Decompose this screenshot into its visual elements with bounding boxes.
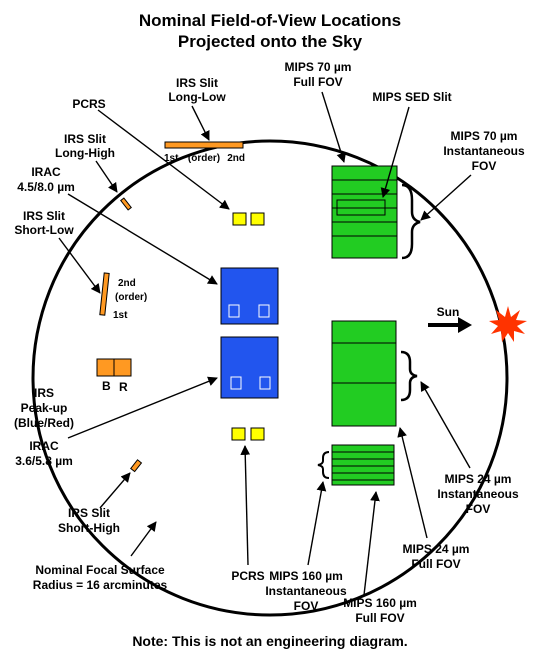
irac-45-80-label-2: 4.5/8.0 µm: [17, 180, 75, 194]
irs-slit-long-low-label-1: IRS Slit: [176, 76, 218, 90]
irs-slit-short-high-label-2: Short-High: [58, 521, 120, 535]
short-low-pointer: [58, 237, 101, 294]
long-low-pointer: [191, 105, 210, 141]
mips24-inst-brace: [400, 350, 418, 402]
mips24-inst-label-1: MIPS 24 µm: [445, 472, 512, 486]
irac-36-58-array: [220, 336, 279, 399]
sun-arrowhead: [458, 317, 472, 333]
irs-slit-long-high-label-2: Long-High: [55, 146, 115, 160]
peakup-b-label: B: [102, 379, 111, 393]
pcrs-top-square-1: [232, 212, 247, 226]
mips160-inst-label-1: MIPS 160 µm: [269, 569, 343, 583]
mips160-full-label-1: MIPS 160 µm: [343, 596, 417, 610]
irac-45-80-subarray-2: [258, 304, 270, 318]
mips70-inst-label-2: Instantaneous: [443, 144, 525, 158]
title-line2: Projected onto the Sky: [178, 32, 363, 51]
mips160-inst-label-2: Instantaneous: [265, 584, 347, 598]
irs-slit-long-high-label-1: IRS Slit: [64, 132, 106, 146]
mips70-inst-brace: [401, 183, 421, 260]
irs-slit-short-low-label-2: Short-Low: [14, 223, 74, 237]
focal-surface-label-1: Nominal Focal Surface: [35, 563, 165, 577]
pcrs-top-pointer: [97, 109, 230, 210]
sl-order-2nd: 2nd: [118, 278, 136, 289]
mips24-array: [331, 320, 397, 427]
mips160-inst-pointer: [307, 481, 327, 566]
irs-long-low-slit: [164, 141, 244, 149]
irs-peakup-label-2: Peak-up: [21, 401, 68, 415]
mips24-full-pointer: [397, 427, 428, 539]
mips-sed-slit-label: MIPS SED Slit: [372, 90, 451, 104]
irs-long-high-slit: [120, 197, 132, 211]
focal-surface-label-2: Radius = 16 arcminutes: [33, 578, 168, 592]
mips70-full-label-1: MIPS 70 µm: [285, 60, 352, 74]
ll-order-1st: 1st: [164, 153, 179, 164]
mips24-full-label-1: MIPS 24 µm: [403, 542, 470, 556]
mips160-inst-label-3: FOV: [294, 599, 319, 613]
irac-36-58-label-2: 3.6/5.8 µm: [15, 454, 73, 468]
pcrs-bottom-square-1: [231, 427, 246, 441]
focal-surface-pointer: [130, 521, 157, 557]
pcrs-bottom-square-2: [250, 427, 265, 441]
mips160-array: [331, 444, 395, 486]
irac-45-80-label-1: IRAC: [31, 165, 61, 179]
irac-36-58-pointer: [67, 376, 218, 439]
pcrs-top-square-2: [250, 212, 265, 226]
mips-sed-slit: [336, 199, 386, 216]
irs-short-low-slit: [99, 272, 110, 316]
irac-45-80-pointer: [67, 193, 218, 285]
irs-peakup-blue: [96, 358, 115, 377]
mips24-inst-pointer: [420, 381, 471, 469]
mips160-full-pointer: [363, 491, 380, 596]
irac-36-58-subarray-2: [259, 376, 271, 390]
mips70-inst-label-3: FOV: [472, 159, 497, 173]
irs-peakup-red: [113, 358, 132, 377]
mips70-inst-label-1: MIPS 70 µm: [451, 129, 518, 143]
mips24-inst-label-3: FOV: [466, 502, 491, 516]
irs-slit-long-low-label-2: Long-Low: [168, 90, 226, 104]
irs-slit-short-low-label-1: IRS Slit: [23, 209, 65, 223]
irs-short-high-slit: [130, 459, 143, 473]
irs-slit-short-high-label-1: IRS Slit: [68, 506, 110, 520]
note-text: Note: This is not an engineering diagram…: [132, 633, 407, 649]
mips70-array: [331, 165, 398, 259]
mips70-inst-pointer: [420, 174, 472, 221]
irac-45-80-subarray-1: [228, 304, 240, 318]
mips24-inst-label-2: Instantaneous: [437, 487, 519, 501]
mips-sed-slit-pointer: [380, 106, 410, 198]
pcrs-bottom-pointer: [240, 445, 251, 566]
mips70-full-label-2: Full FOV: [293, 75, 342, 89]
irac-36-58-subarray-1: [230, 376, 242, 390]
irac-36-58-label-1: IRAC: [29, 439, 59, 453]
focal-surface-circle: [31, 139, 509, 617]
mips70-full-pointer: [321, 91, 347, 163]
long-high-pointer: [95, 160, 118, 193]
peakup-r-label: R: [119, 380, 128, 394]
sun-icon: [489, 306, 527, 342]
short-high-pointer: [99, 472, 131, 509]
sl-order-word: (order): [115, 292, 147, 303]
pcrs-top-label: PCRS: [72, 97, 105, 111]
mips160-full-label-2: Full FOV: [355, 611, 404, 625]
mips24-full-label-2: Full FOV: [411, 557, 460, 571]
sl-order-1st: 1st: [113, 310, 128, 321]
ll-order-2nd: 2nd: [227, 153, 245, 164]
irs-peakup-label-1: IRS: [34, 386, 54, 400]
title-line1: Nominal Field-of-View Locations: [139, 11, 401, 30]
pcrs-bottom-label: PCRS: [231, 569, 264, 583]
irs-peakup-label-3: (Blue/Red): [14, 416, 74, 430]
sun-label: Sun: [437, 305, 460, 319]
mips160-inst-brace: [317, 451, 330, 479]
ll-order-word: (order): [188, 153, 220, 164]
